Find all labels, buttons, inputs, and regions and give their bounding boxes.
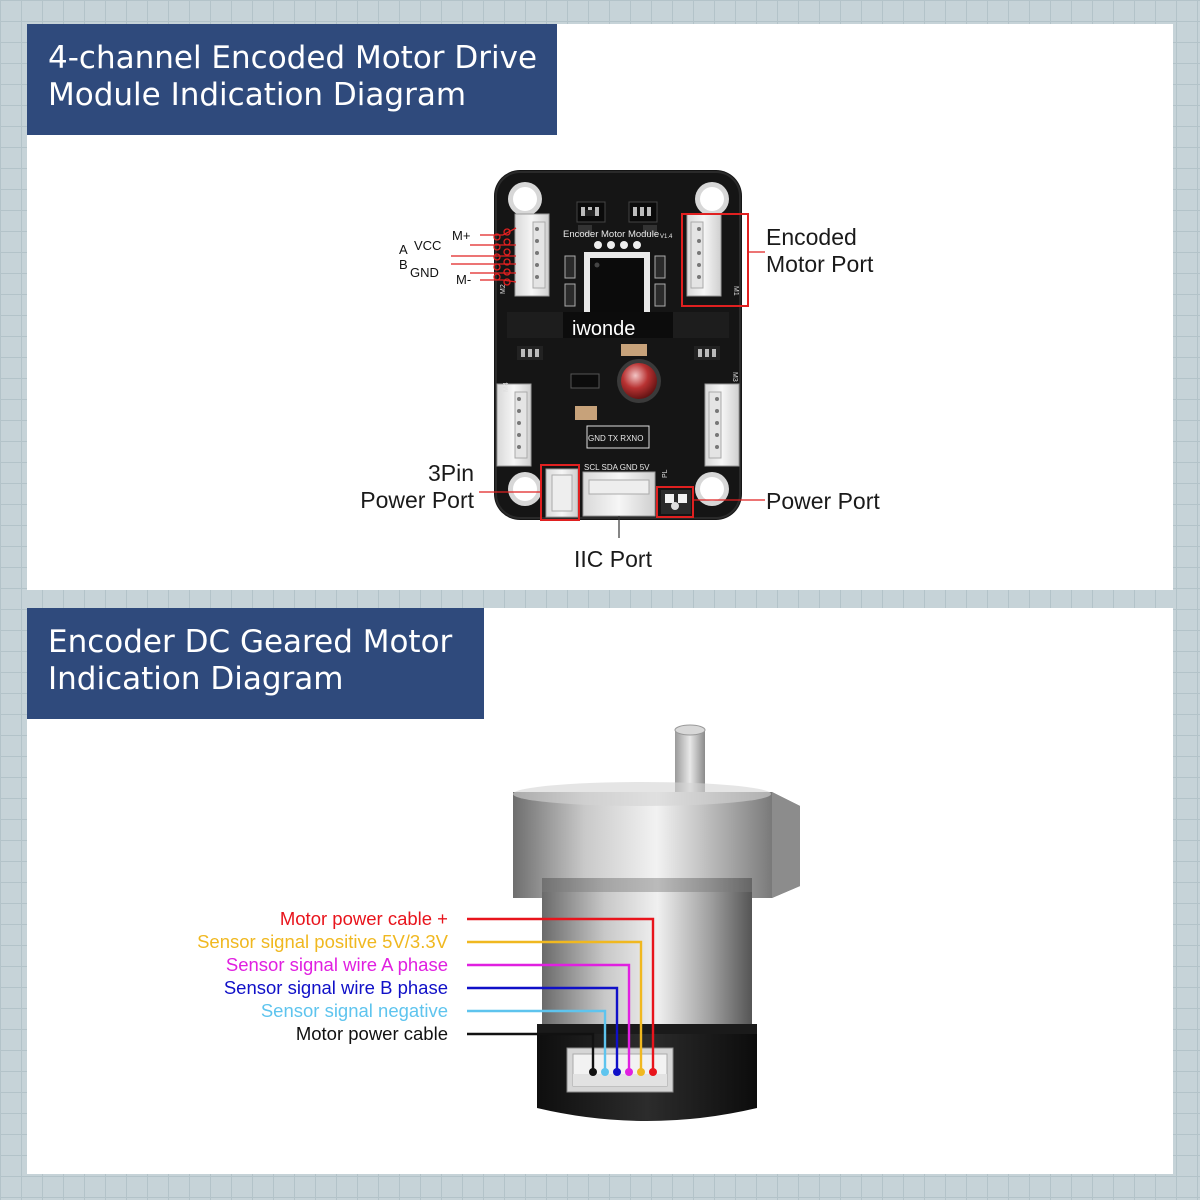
wire-pin-sensor-b-phase xyxy=(613,1068,621,1076)
mcu-chip xyxy=(584,252,650,318)
wire-label-motor-power-plus: Motor power cable + xyxy=(280,908,448,929)
power-port-highlight xyxy=(656,486,694,518)
geared-motor xyxy=(513,724,800,1121)
wire-labels: Motor power cable + Sensor signal positi… xyxy=(197,908,449,1044)
module-panel: 4-channel Encoded Motor Drive Module Ind… xyxy=(27,24,1173,590)
power-terminal: PL xyxy=(661,469,691,514)
module-title-line2: Module Indication Diagram xyxy=(48,77,467,113)
wire-pin-motor-power xyxy=(589,1068,597,1076)
uart-label: GND TX RXNO xyxy=(588,434,643,443)
module-diagram: Encoder Motor Module V1.4 iwonde xyxy=(360,170,880,572)
motor-connector-m4: M4 xyxy=(496,382,532,467)
pin-a: A xyxy=(399,242,408,257)
pinout-lines xyxy=(451,227,517,286)
pin-m-plus: M+ xyxy=(452,228,470,243)
wire-pin-sensor-positive xyxy=(637,1068,645,1076)
wire-line-motor-power xyxy=(467,1032,595,1072)
port-m3-label: M3 xyxy=(731,372,738,382)
wire-pin-motor-power-plus xyxy=(649,1068,657,1076)
three-pin-power-connector xyxy=(545,468,579,518)
pin-vcc: VCC xyxy=(414,238,441,253)
motor-connector-m3: M3 xyxy=(704,372,740,467)
pin-labels: M+ VCC A B GND M- xyxy=(399,228,471,287)
callout-power-port: Power Port xyxy=(766,488,880,514)
motor-diagram: Motor power cable + Sensor signal positi… xyxy=(197,724,800,1121)
motor-panel-title: Encoder DC Geared Motor Indication Diagr… xyxy=(27,608,484,719)
wire-line-sensor-positive xyxy=(467,940,643,1072)
wire-line-sensor-b-phase xyxy=(467,986,619,1072)
callout-encoded-line2: Motor Port xyxy=(766,251,874,277)
callout-encoded-line1: Encoded xyxy=(766,224,857,250)
motor-title-line2: Indication Diagram xyxy=(48,661,344,697)
motor-title-line1: Encoder DC Geared Motor xyxy=(48,624,453,660)
callout-3pin-line2: Power Port xyxy=(360,487,474,513)
module-panel-title: 4-channel Encoded Motor Drive Module Ind… xyxy=(27,24,557,135)
iic-connector: SCL SDA GND 5V xyxy=(582,463,656,517)
wire-line-sensor-negative xyxy=(467,1009,607,1072)
wire-label-sensor-a-phase: Sensor signal wire A phase xyxy=(226,954,448,975)
wire-line-motor-power-plus xyxy=(467,917,655,1072)
module-title-line1: 4-channel Encoded Motor Drive xyxy=(48,40,538,76)
callout-3pin-line1: 3Pin xyxy=(428,460,474,486)
motor-connector-m2: M2 xyxy=(500,213,550,297)
wire-label-sensor-positive: Sensor signal positive 5V/3.3V xyxy=(197,931,449,952)
motor-can xyxy=(542,878,752,1038)
motor-panel: Encoder DC Geared Motor Indication Diagr… xyxy=(27,608,1173,1174)
wire-lines xyxy=(467,917,657,1076)
board-brand: iwonde xyxy=(572,318,635,340)
wire-line-sensor-a-phase xyxy=(467,963,631,1072)
wire-label-sensor-negative: Sensor signal negative xyxy=(261,1000,448,1021)
callout-iic-port: IIC Port xyxy=(574,546,653,572)
gearbox-housing xyxy=(513,792,800,898)
pin-gnd: GND xyxy=(410,265,439,280)
motor-connector-m1: M1 xyxy=(686,213,739,297)
pin-m-minus: M- xyxy=(456,272,471,287)
driver-board: Encoder Motor Module V1.4 iwonde xyxy=(494,170,742,520)
wire-label-sensor-b-phase: Sensor signal wire B phase xyxy=(224,977,448,998)
wire-pin-sensor-negative xyxy=(601,1068,609,1076)
wire-label-motor-power: Motor power cable xyxy=(296,1023,448,1044)
pin-b: B xyxy=(399,257,408,272)
port-m1-label: M1 xyxy=(732,286,739,296)
callout-leaders xyxy=(479,251,765,501)
wire-pin-sensor-a-phase xyxy=(625,1068,633,1076)
callout-text: Encoded Motor Port 3Pin Power Port Power… xyxy=(360,224,880,572)
mounting-holes xyxy=(508,182,729,506)
port-m4-label: M4 xyxy=(503,382,510,392)
iic-silkscreen: SCL SDA GND 5V xyxy=(584,463,650,472)
board-version: V1.4 xyxy=(660,234,673,240)
encoded-port-highlight xyxy=(681,213,749,307)
board-name: Encoder Motor Module xyxy=(563,229,659,240)
power-terminal-label: PL xyxy=(662,469,669,478)
port-m2-label: M2 xyxy=(500,284,507,294)
